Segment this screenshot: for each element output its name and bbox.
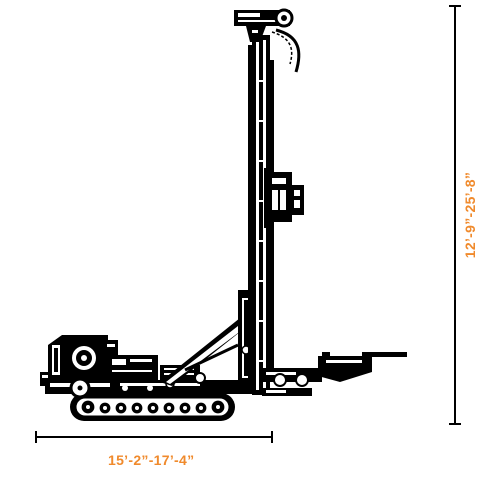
carrier-body (40, 335, 270, 399)
crawler-track (70, 393, 235, 421)
mast-support-frame (160, 290, 254, 386)
overall-length-label: 15’-2”-17’-4” (108, 452, 195, 468)
overall-height-label: 12’-9”-25’-8” (462, 171, 478, 259)
length-dimension-line (35, 431, 273, 443)
mast-crown (234, 8, 301, 73)
height-dimension-line (449, 5, 461, 425)
rotary-head (264, 168, 304, 228)
front-outrigger (262, 352, 407, 396)
